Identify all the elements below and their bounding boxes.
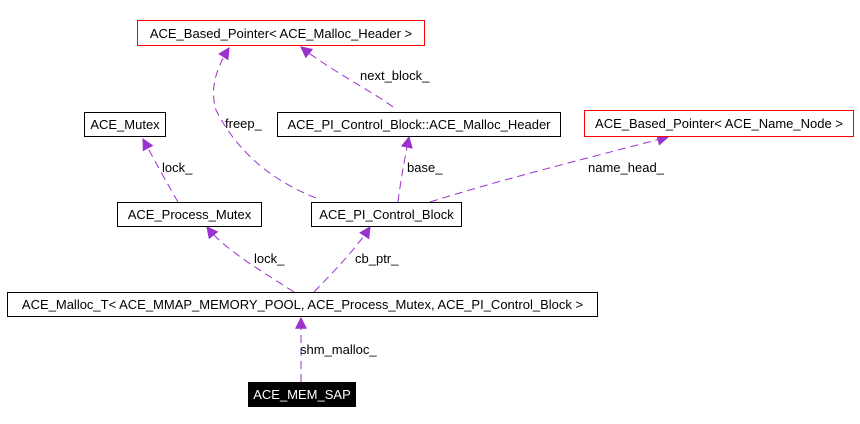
edge-label-base: base_ — [407, 160, 443, 175]
node-based-pointer-name-node[interactable]: ACE_Based_Pointer< ACE_Name_Node > — [584, 110, 854, 137]
edge-freep — [213, 46, 317, 199]
edge-base — [397, 135, 413, 203]
edge-process-lock — [206, 226, 295, 293]
edge-label-name-head: name_head_ — [588, 160, 665, 175]
node-based-pointer-malloc-header[interactable]: ACE_Based_Pointer< ACE_Malloc_Header > — [137, 20, 425, 46]
edge-label-process-lock: lock_ — [254, 251, 285, 266]
edge-label-shm-malloc: shm_malloc_ — [300, 342, 377, 357]
node-ace-process-mutex[interactable]: ACE_Process_Mutex — [117, 202, 262, 227]
node-ace-malloc-t[interactable]: ACE_Malloc_T< ACE_MMAP_MEMORY_POOL, ACE_… — [7, 292, 598, 317]
node-ace-mem-sap[interactable]: ACE_MEM_SAP — [248, 382, 356, 407]
edge-label-mutex-lock: lock_ — [162, 160, 193, 175]
edge-cb-ptr — [313, 225, 371, 293]
edge-label-freep: freep_ — [225, 116, 263, 131]
node-pi-control-block-malloc-header[interactable]: ACE_PI_Control_Block::ACE_Malloc_Header — [277, 112, 561, 137]
edge-name-head — [429, 133, 670, 203]
node-ace-mutex[interactable]: ACE_Mutex — [84, 112, 166, 137]
edge-next-block — [300, 46, 394, 108]
node-ace-pi-control-block[interactable]: ACE_PI_Control_Block — [311, 202, 462, 227]
edge-mutex-lock — [142, 137, 179, 203]
edge-label-cb-ptr: cb_ptr_ — [355, 251, 399, 266]
edge-label-next-block: next_block_ — [360, 68, 430, 83]
